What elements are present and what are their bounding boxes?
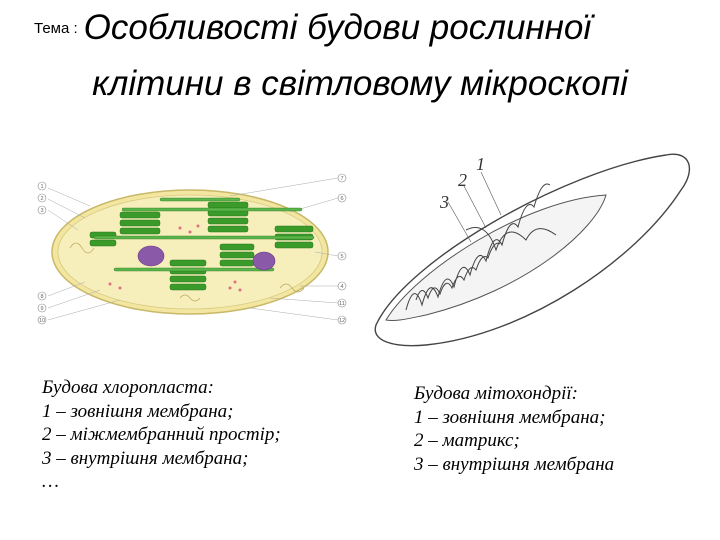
ribosomes: [108, 224, 242, 292]
chloroplast-left-labels: 1 2 3 8 9 10: [37, 181, 47, 325]
chloroplast-illustration: 1 2 3 8 9 10 7 6 5 4 11 12: [30, 168, 360, 336]
stroma-lamellae: [93, 197, 315, 272]
chloro-label-7: 7: [340, 176, 343, 182]
mitochondrion-caption-item: 2 – матрикс;: [414, 430, 520, 451]
mitochondrion-illustration: 1 2 3: [366, 150, 696, 350]
topic-prefix: Тема :: [34, 20, 78, 37]
mito-label-2: 2: [458, 170, 467, 190]
chloroplast-caption-item: 1 – зовнішня мембрана;: [42, 400, 234, 422]
chloro-label-2: 2: [40, 196, 43, 202]
chloro-label-4: 4: [340, 284, 343, 290]
chloro-label-8: 8: [40, 294, 43, 300]
chloro-label-1: 1: [40, 184, 43, 190]
mitochondrion-caption: Будова мітохондрії: 1 – зовнішня мембран…: [414, 382, 614, 476]
chloroplast-right-labels: 7 6 5 4 11 12: [337, 173, 347, 325]
mitochondrion-caption-item: 1 – зовнішня мембрана;: [414, 406, 606, 428]
chloro-label-6: 6: [340, 196, 343, 202]
title-text-1: Особливості будови рослинної: [83, 8, 592, 47]
mito-label-3: 3: [439, 192, 449, 212]
chloro-label-3: 3: [40, 208, 43, 214]
title-text-2: клітини в світловому мікроскопі: [92, 64, 628, 103]
dna-region: [69, 242, 305, 302]
chloroplast-caption-ellipsis: …: [42, 471, 59, 492]
title-line-1: Тема : Особливості будови рослинної: [34, 8, 714, 48]
chloroplast-caption-item: 3 – внутрішня мембрана;: [42, 447, 249, 469]
chloro-label-9: 9: [40, 306, 43, 312]
chloroplast-caption-item: 2 – міжмембранний простір;: [42, 424, 281, 445]
chloro-label-11: 11: [339, 301, 345, 307]
chloroplast-caption: Будова хлоропласта: 1 – зовнішня мембран…: [42, 376, 281, 494]
chloroplast-caption-heading: Будова хлоропласта:: [42, 377, 215, 398]
chloroplast-drawing: 1 2 3 8 9 10 7 6 5 4 11 12: [37, 173, 347, 325]
chloro-label-10: 10: [39, 318, 45, 324]
mitochondrion-caption-heading: Будова мітохондрії:: [414, 383, 578, 404]
mito-cristae: [405, 183, 557, 311]
inner-membrane: [57, 194, 323, 310]
mito-cutaway: [385, 194, 607, 321]
chloro-label-5: 5: [340, 254, 343, 260]
mitochondrion-drawing: 1 2 3: [374, 153, 691, 347]
mitochondrion-caption-item: 3 – внутрішня мембрана: [414, 453, 615, 475]
starch-grains: [137, 245, 276, 271]
chloro-label-12: 12: [339, 318, 345, 324]
mito-label-1: 1: [476, 154, 485, 174]
